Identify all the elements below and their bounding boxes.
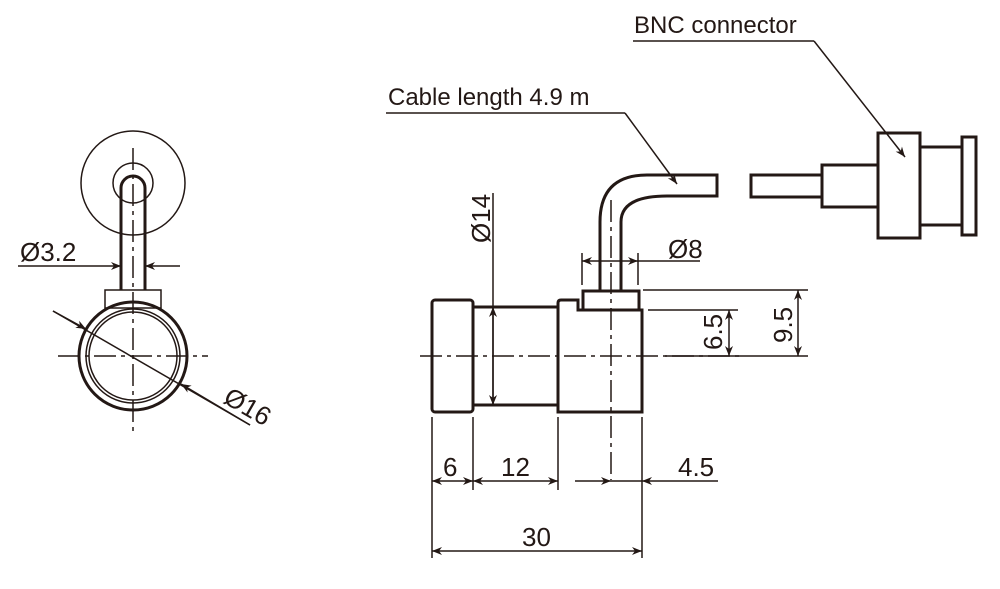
body-circle [88,311,178,401]
cable-diameter-label: Ø3.2 [20,237,76,267]
front-width-label: 6 [443,452,457,482]
outlet-offset-label: 4.5 [678,452,714,482]
flange-arrow-in [52,310,87,330]
neck-width-label: 12 [501,452,530,482]
outlet-height-label: 6.5 [698,314,728,350]
flange-arrow-out [180,383,251,426]
bnc-outline-circle [80,130,186,236]
side-view: Ø14 Ø8 6.5 9.5 6 12 4.5 [386,12,978,558]
bnc-bayonet [960,135,978,237]
front-flange [430,298,475,414]
body-diameter-label: Ø14 [466,194,496,243]
bnc-note-leader [813,40,906,158]
bnc-sleeve [820,163,880,209]
bnc-connector-note: BNC connector [634,12,797,39]
overall-length-label: 30 [522,522,551,552]
cable-outlet-block [104,289,162,309]
top-height-label: 9.5 [768,307,798,343]
cable-bend [598,173,719,291]
cable-length-note: Cable length 4.9 m [388,84,589,111]
flange-outer-circle [77,300,189,412]
end-view: Ø3.2 Ø16 [18,130,277,432]
bnc-cable-stub [749,173,824,199]
flange-inner-circle [85,308,181,404]
bnc-body [918,145,964,227]
outlet-diameter-label: Ø8 [668,234,703,264]
cable-note-leader [624,112,678,185]
